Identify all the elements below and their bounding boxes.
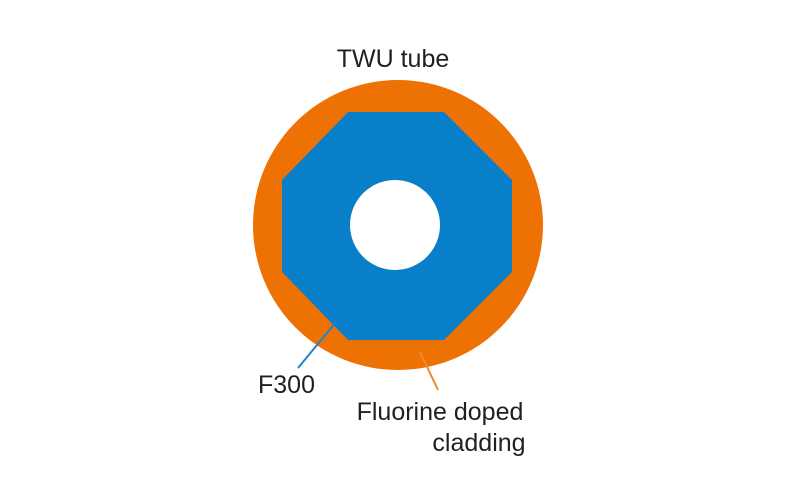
core-leader-line xyxy=(297,321,337,369)
cladding-leader-line xyxy=(419,351,439,391)
cladding-label-line2: cladding xyxy=(432,429,525,457)
core-label: F300 xyxy=(258,371,315,399)
center-hole xyxy=(350,180,440,270)
cladding-label-line1: Fluorine doped xyxy=(357,398,524,426)
outer-tube-label: TWU tube xyxy=(337,45,450,73)
